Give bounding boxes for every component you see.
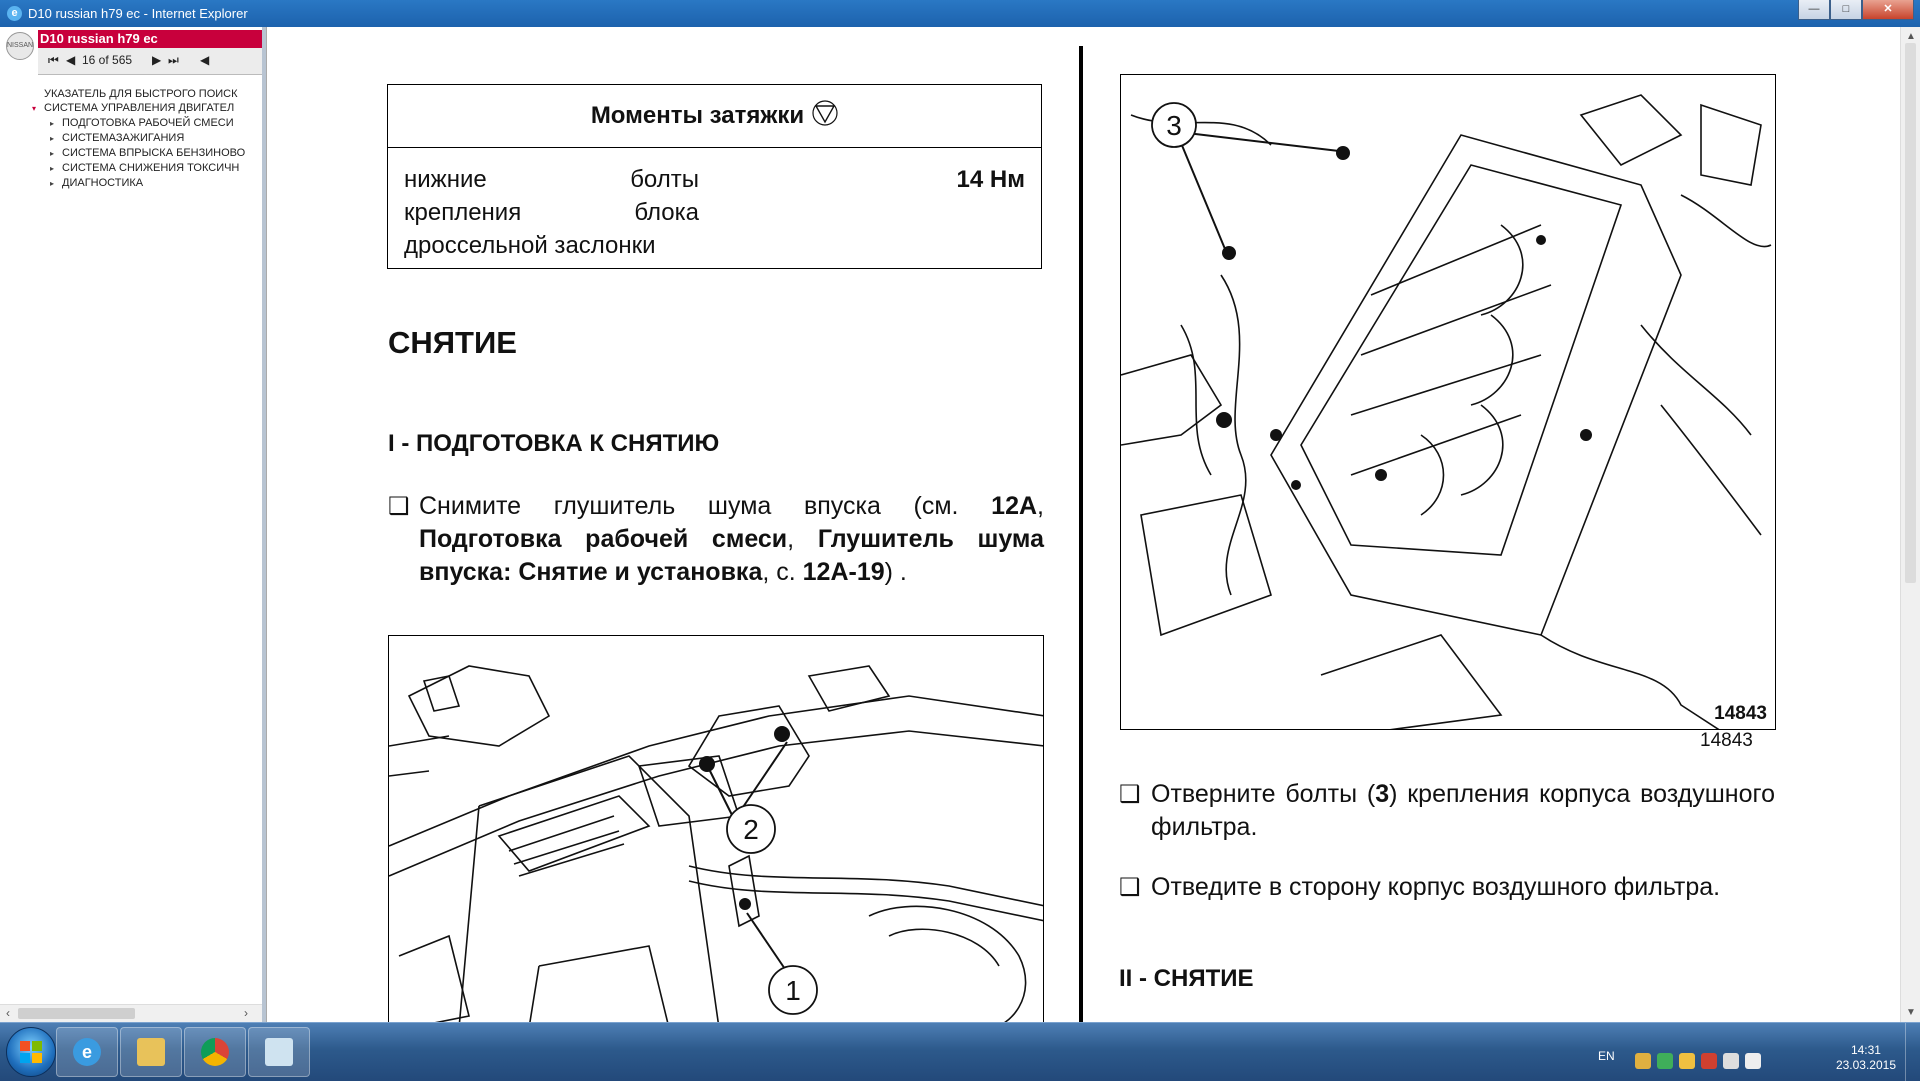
tree-item[interactable]: ▾ СИСТЕМА УПРАВЛЕНИЯ ДВИГАТЕЛ [0,101,262,116]
tray-app-icon[interactable] [1635,1053,1651,1069]
subsection-title: I - ПОДГОТОВКА К СНЯТИЮ [388,430,720,457]
clock-date: 23.03.2015 [1835,1058,1896,1072]
torque-desc-line: дроссельной заслонки [404,232,656,259]
engine-diagram-throttle: 2 1 [388,635,1044,1027]
last-page-icon[interactable]: ⏭ [168,53,179,67]
tree-item[interactable]: ▸ СИСТЕМА ВПРЫСКА БЕНЗИНОВО [0,146,262,161]
scroll-right-icon[interactable]: › [244,1006,248,1020]
tree-item-label: СИСТЕМА СНИЖЕНИЯ ТОКСИЧН [62,162,240,174]
checkbox-bullet-icon: ❑ [1119,781,1141,808]
torque-triangle-icon [812,99,838,133]
tree-item[interactable]: ▸ СИСТЕМАЗАЖИГАНИЯ [0,131,262,146]
figure-number: 14843 [1714,703,1767,724]
volume-icon[interactable] [1745,1053,1761,1069]
torque-desc-line: крепления блока [404,199,699,226]
torque-value: 14 Нм [956,166,1025,193]
show-desktop-button[interactable] [1905,1023,1920,1081]
tree-item-label: СИСТЕМА ВПРЫСКА БЕНЗИНОВО [62,147,246,159]
collapsed-arrow-icon[interactable]: ▸ [50,134,55,143]
callout-label: 1 [785,975,801,1006]
language-indicator[interactable]: EN [1598,1049,1615,1063]
column-divider [1079,46,1083,1026]
torque-table: Моменты затяжки нижние болты крепления б… [387,84,1042,269]
taskbar-ie-button[interactable]: e [56,1027,118,1077]
callout-label: 2 [743,814,759,845]
nissan-logo: NISSAN [6,32,34,60]
instruction-step: ❑ Отверните болты (3) крепления корпуса … [1119,780,1775,841]
page-indicator: 16 of 565 [82,53,133,67]
expanded-arrow-icon[interactable]: ▾ [32,104,37,113]
bookmark-tree: УКАЗАТЕЛЬ ДЛЯ БЫСТРОГО ПОИСК ▾ СИСТЕМА УП… [0,87,262,191]
first-page-icon[interactable]: ⏮ [48,53,59,67]
next-page-icon[interactable]: ▶ [152,53,162,67]
windows-logo-icon [20,1041,42,1063]
scrollbar-thumb[interactable] [18,1008,135,1019]
collapsed-arrow-icon[interactable]: ▸ [50,164,55,173]
vertical-scrollbar[interactable]: ▲ ▼ [1900,27,1920,1022]
scroll-left-icon[interactable]: ‹ [6,1006,10,1020]
folder-icon [137,1038,165,1066]
document-title-header: D10 russian h79 ec [38,30,262,48]
start-button[interactable] [6,1027,56,1077]
prev-page-icon[interactable]: ◀ [66,53,76,67]
subsection-title: II - СНЯТИЕ [1119,965,1254,992]
bookmark-pane: NISSAN D10 russian h79 ec ⏮ ◀ 16 of 565 … [0,27,266,1022]
torque-desc-line: нижние болты [404,166,699,193]
torque-table-header: Моменты затяжки [388,85,1041,148]
document-icon [265,1038,293,1066]
maximize-button[interactable]: □ [1830,0,1862,20]
callout-label: 3 [1166,110,1182,141]
network-icon[interactable] [1723,1053,1739,1069]
taskbar-app-button[interactable] [248,1027,310,1077]
back-icon[interactable]: ◀ [200,53,210,67]
tree-item[interactable]: ▸ ПОДГОТОВКА РАБОЧЕЙ СМЕСИ [0,116,262,131]
tree-item-label: ПОДГОТОВКА РАБОЧЕЙ СМЕСИ [62,117,234,129]
tree-item-label: ДИАГНОСТИКА [62,177,144,189]
chrome-icon [201,1038,229,1066]
figure-caption: 14843 [1700,730,1753,751]
clock-time: 14:31 [1850,1043,1881,1057]
torque-description: нижние болты крепления блока дроссельной… [404,163,699,262]
internet-explorer-icon: e [73,1038,101,1066]
tree-item[interactable]: ▸ ДИАГНОСТИКА [0,176,262,191]
collapsed-arrow-icon[interactable]: ▸ [50,119,55,128]
close-button[interactable]: ✕ [1862,0,1914,20]
taskbar-chrome-button[interactable] [184,1027,246,1077]
tray-app-icon[interactable] [1679,1053,1695,1069]
tree-item-label: СИСТЕМАЗАЖИГАНИЯ [62,132,185,144]
collapsed-arrow-icon[interactable]: ▸ [50,149,55,158]
horizontal-scrollbar[interactable]: ‹ › [0,1004,262,1022]
collapsed-arrow-icon[interactable]: ▸ [50,179,55,188]
checkbox-bullet-icon: ❑ [388,493,410,520]
tray-app-icon[interactable] [1701,1053,1717,1069]
scroll-down-icon[interactable]: ▼ [1906,1007,1916,1018]
taskbar: e EN 14:31 23.03.2015 [0,1022,1920,1081]
tree-item[interactable]: УКАЗАТЕЛЬ ДЛЯ БЫСТРОГО ПОИСК [0,87,262,101]
window-titlebar: e D10 russian h79 ec - Internet Explorer… [0,0,1920,28]
section-title: СНЯТИЕ [388,325,517,360]
scroll-up-icon[interactable]: ▲ [1906,31,1916,42]
tree-item[interactable]: ▸ СИСТЕМА СНИЖЕНИЯ ТОКСИЧН [0,161,262,176]
tree-item-label: СИСТЕМА УПРАВЛЕНИЯ ДВИГАТЕЛ [44,102,235,114]
scrollbar-thumb[interactable] [1905,43,1916,583]
instruction-step: ❑ Снимите глушитель шума впуска (см. 12A… [388,492,1044,586]
tray-app-icon[interactable] [1657,1053,1673,1069]
engine-diagram-airfilter: 3 14843 [1120,74,1776,730]
taskbar-explorer-button[interactable] [120,1027,182,1077]
system-tray: EN 14:31 23.03.2015 [1590,1023,1920,1081]
window-title: D10 russian h79 ec - Internet Explorer [28,6,248,21]
page-navigation-bar: ⏮ ◀ 16 of 565 ▶ ⏭ ◀ [38,48,262,75]
torque-heading: Моменты затяжки [590,102,805,129]
internet-explorer-icon: e [7,6,22,21]
checkbox-bullet-icon: ❑ [1119,874,1141,901]
minimize-button[interactable]: — [1798,0,1830,20]
instruction-step: ❑ Отведите в сторону корпус воздушного ф… [1119,871,1799,904]
clock[interactable]: 14:31 23.03.2015 [1836,1043,1896,1073]
tree-item-label: УКАЗАТЕЛЬ ДЛЯ БЫСТРОГО ПОИСК [44,88,238,100]
